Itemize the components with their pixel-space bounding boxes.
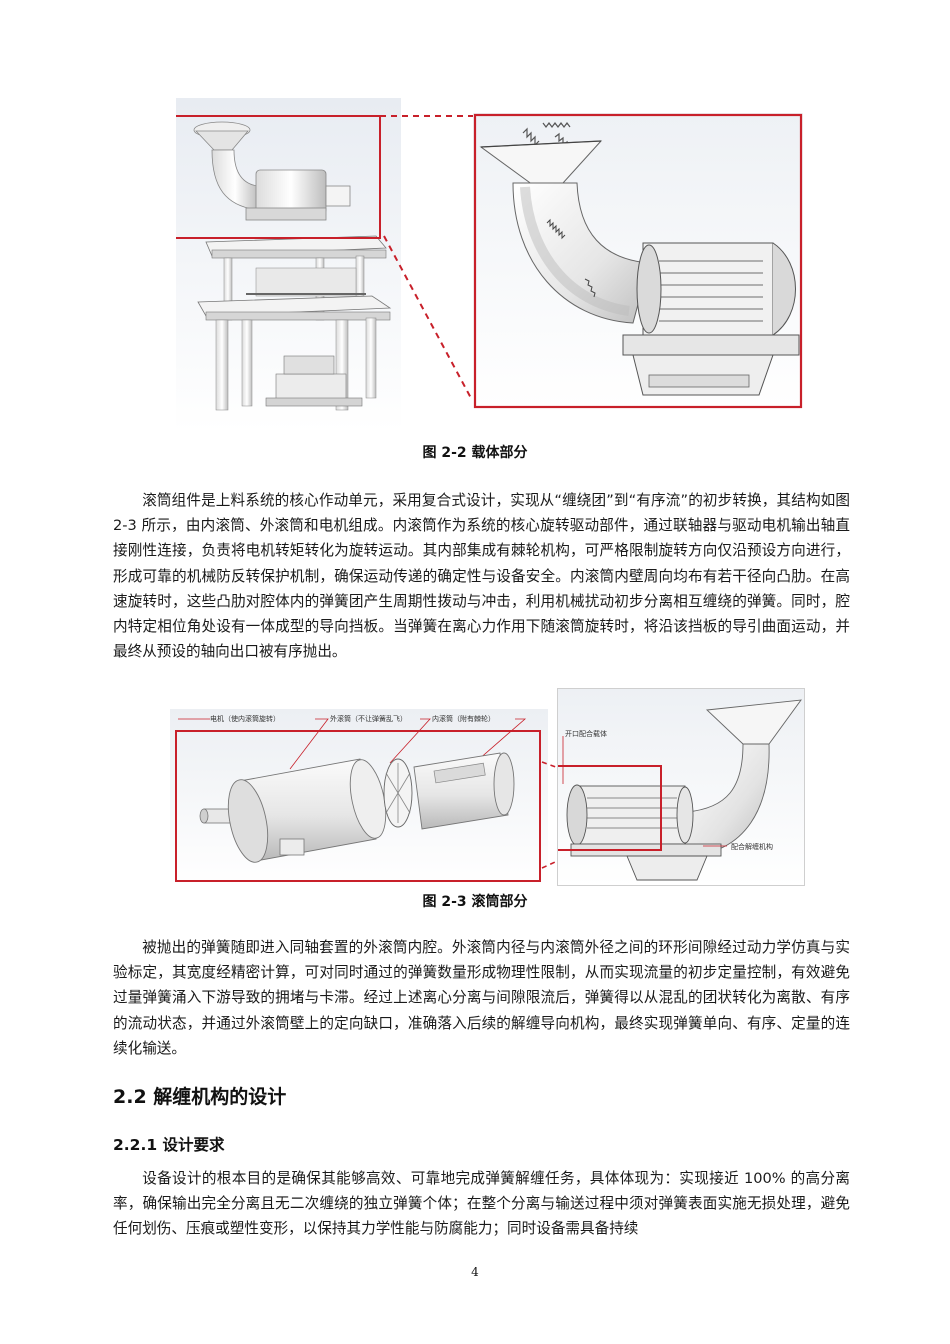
body-paragraph-1: 滚筒组件是上料系统的核心作动单元，采用复合式设计，实现从“缠绕团”到“有序流”的… <box>113 492 850 661</box>
figure-2-3-assembly-image: 开口配合载体 配合解缠机构 <box>557 688 805 886</box>
page-number: 4 <box>471 1265 479 1279</box>
label-untangle: 配合解缠机构 <box>731 842 773 851</box>
label-inner-drum: 内滚筒（附有棘轮） <box>432 714 495 723</box>
label-outer-drum: 外滚筒（不让弹簧乱飞） <box>330 714 407 723</box>
section-heading: 2.2 解缠机构的设计 <box>113 1086 287 1108</box>
subsection-heading: 2.2.1 设计要求 <box>113 1136 225 1154</box>
body-paragraph-3: 设备设计的根本目的是确保其能够高效、可靠地完成弹簧解缠任务，具体体现为：实现接近… <box>113 1170 850 1238</box>
figure-2-2-caption: 图 2-2 载体部分 <box>422 445 528 461</box>
label-motor: 电机（使内滚筒旋转） <box>210 714 280 723</box>
figure-2-2-connector-lines <box>380 112 476 402</box>
figure-2-3-caption: 图 2-3 滚筒部分 <box>422 894 528 910</box>
figure-2-3-drum-exploded-image: 电机（使内滚筒旋转） 外滚筒（不让弹簧乱飞） 内滚筒（附有棘轮） <box>170 709 548 887</box>
figure-2-2-overview-image <box>176 98 401 432</box>
figure-2-2-detail-image <box>473 113 803 409</box>
label-opening: 开口配合载体 <box>565 729 607 738</box>
body-paragraph-2: 被抛出的弹簧随即进入同轴套置的外滚筒内腔。外滚筒内径与内滚筒外径之间的环形间隙经… <box>113 939 850 1057</box>
